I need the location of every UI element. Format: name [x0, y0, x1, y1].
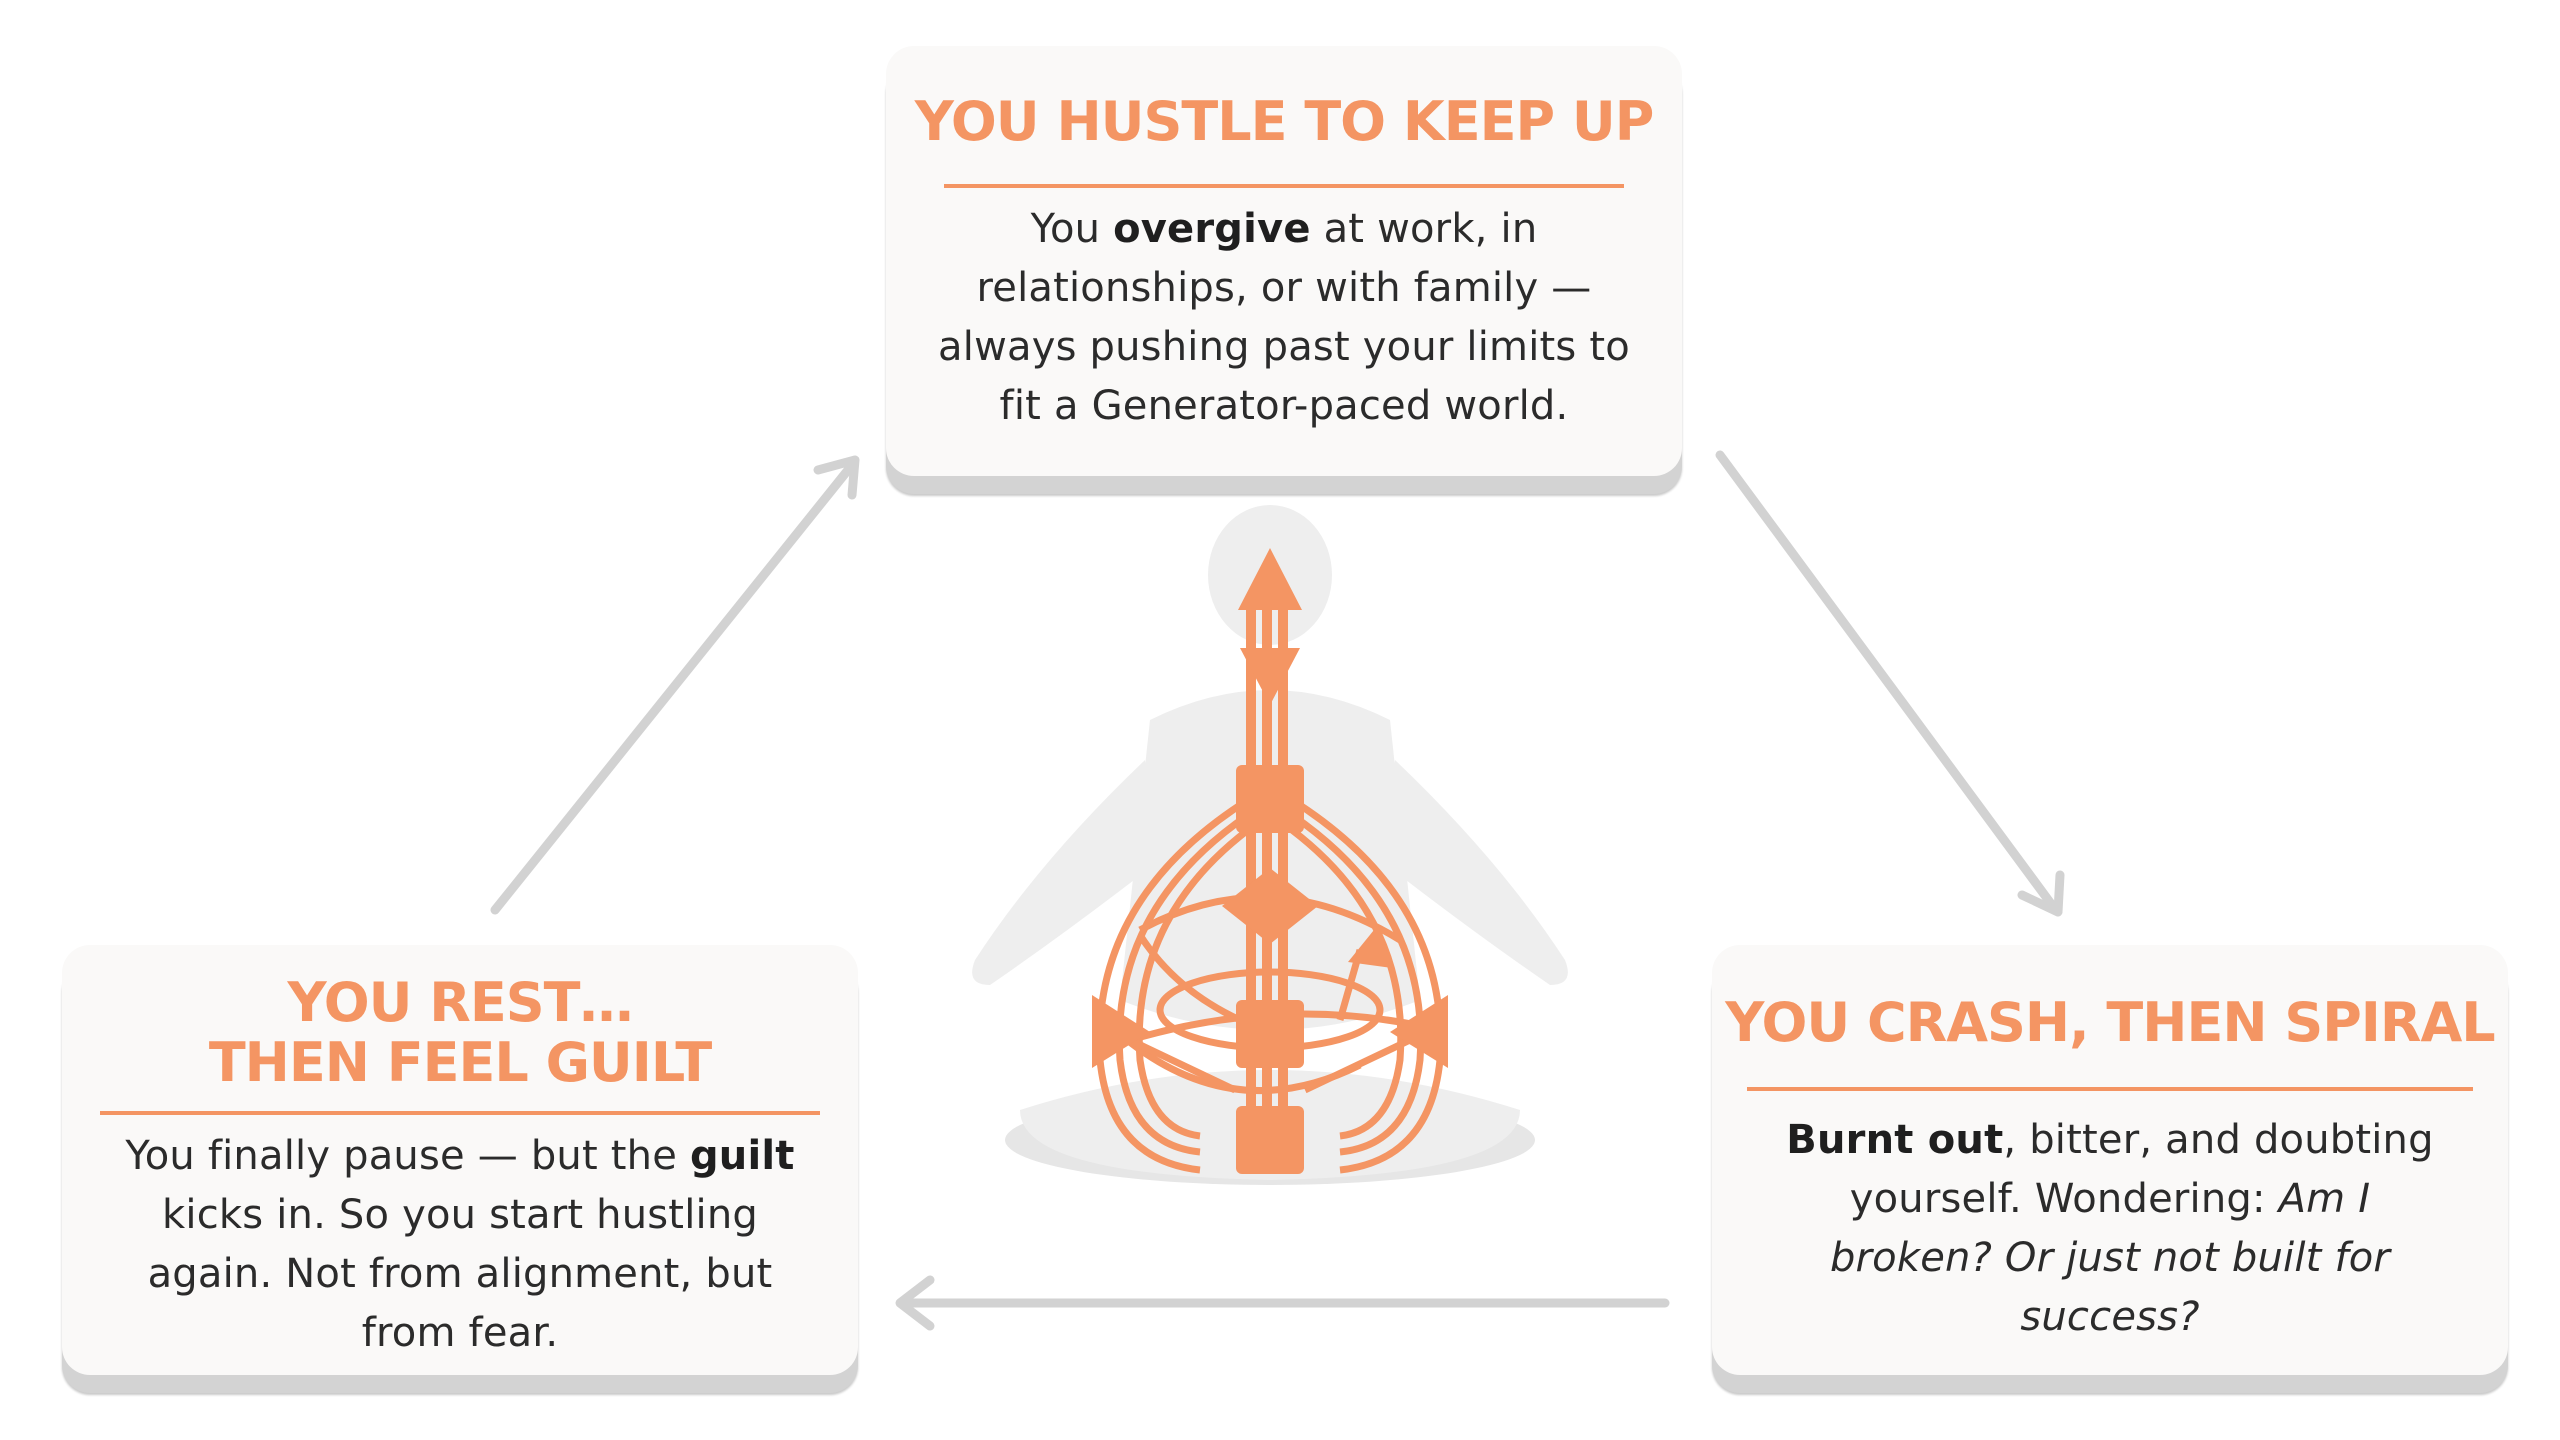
card-hustle-body-post: at work, in relationships, or with famil…: [938, 206, 1630, 429]
card-crash-spiral-body-bold: Burnt out: [1786, 1117, 2004, 1163]
arrow-right-to-left: [895, 1275, 1670, 1331]
card-crash-spiral-title: YOU CRASH, THEN SPIRAL: [1725, 991, 2495, 1054]
arrow-left-to-top: [490, 455, 860, 915]
card-rest-guilt-divider: [100, 1111, 820, 1115]
card-rest-guilt-body: You finally pause — but the guilt kicks …: [62, 1127, 858, 1363]
card-rest-guilt-body-pre: You finally pause — but the: [125, 1133, 690, 1179]
card-rest-guilt: YOU REST…THEN FEEL GUILT You finally pau…: [62, 945, 858, 1375]
card-rest-guilt-title: YOU REST…THEN FEEL GUILT: [62, 973, 858, 1093]
card-hustle-body-bold: overgive: [1113, 206, 1311, 252]
card-rest-guilt-body-post: kicks in. So you start hustling again. N…: [147, 1192, 773, 1356]
human-design-bodygraph-icon: [1092, 548, 1448, 1174]
card-hustle-body: You overgive at work, in relationships, …: [886, 200, 1682, 436]
card-hustle-title: YOU HUSTLE TO KEEP UP: [914, 90, 1655, 153]
card-rest-guilt-title-line1: YOU REST…: [287, 971, 634, 1034]
card-rest-guilt-body-bold: guilt: [689, 1133, 795, 1179]
cycle-arrows: [490, 450, 2065, 1331]
card-crash-spiral-divider: [1747, 1087, 2473, 1091]
arrow-top-to-right: [1715, 450, 2065, 917]
card-crash-spiral-body: Burnt out, bitter, and doubting yourself…: [1712, 1111, 2508, 1347]
card-hustle: YOU HUSTLE TO KEEP UP You overgive at wo…: [886, 46, 1682, 476]
card-hustle-divider: [944, 184, 1624, 188]
card-crash-spiral: YOU CRASH, THEN SPIRAL Burnt out, bitter…: [1712, 945, 2508, 1375]
card-hustle-body-pre: You: [1030, 206, 1114, 252]
card-crash-spiral-body-italic: Am I broken? Or just not built for succe…: [1829, 1176, 2391, 1340]
card-crash-spiral-body-mid: , bitter, and doubting yourself. Wonderi…: [1849, 1117, 2434, 1222]
card-rest-guilt-title-line2: THEN FEEL GUILT: [208, 1031, 712, 1094]
